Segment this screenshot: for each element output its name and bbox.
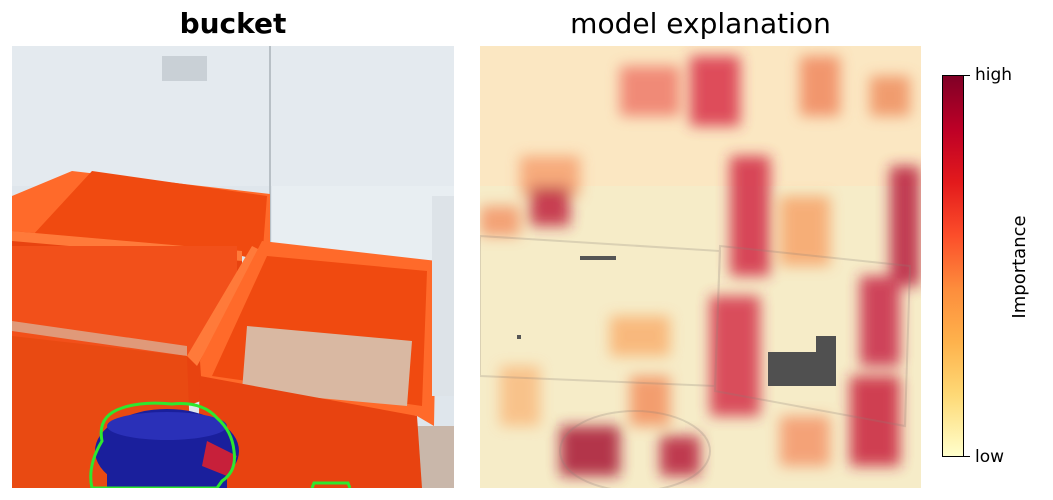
heatmap-panel: [480, 46, 922, 488]
colorbar-low-label: low: [975, 447, 1005, 467]
colorbar-axis-label: Importance: [1009, 215, 1030, 319]
colorbar-high-label: high: [975, 65, 1013, 85]
input-image-panel: [12, 46, 454, 488]
colorbar-tick-high: [964, 75, 970, 76]
segmentation-outline: [89, 401, 236, 488]
explanation-title: model explanation: [570, 7, 831, 40]
colorbar: [942, 75, 964, 457]
image-title: bucket: [179, 7, 287, 40]
colorbar-tick-low: [964, 456, 970, 457]
importance-heatmap: [480, 46, 921, 488]
input-image: [12, 46, 454, 488]
